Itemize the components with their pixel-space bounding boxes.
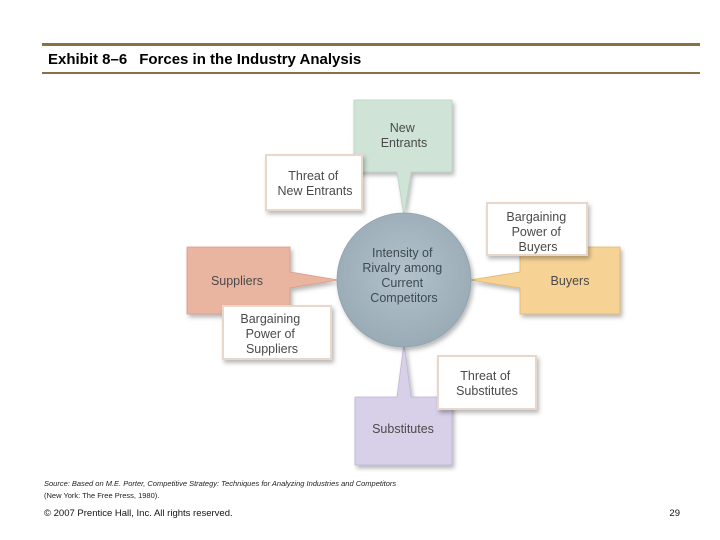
copyright: © 2007 Prentice Hall, Inc. All rights re… [44, 508, 233, 519]
buyers-label: Buyers [551, 274, 590, 288]
new-entrants-box [353, 99, 453, 217]
header-rule-top [42, 43, 700, 46]
exhibit-title-text: Forces in the Industry Analysis [139, 51, 362, 68]
threat-substitutes-box [437, 355, 537, 410]
page-number: 29 [669, 508, 680, 519]
source-title: Competitive Strategy: Techniques for Ana… [147, 479, 397, 488]
threat-new-entrants-label: Threat of New Entrants [277, 169, 352, 198]
bargaining-buyers-box [486, 202, 588, 256]
substitutes-label: Substitutes [372, 422, 434, 436]
header-rule-bottom [42, 72, 700, 74]
rivalry-label: Intensity of Rivalry among Current Compe… [362, 246, 445, 305]
source-suffix: (New York: The Free Press, 1980). [44, 491, 160, 500]
new-entrants-label: New Entrants [381, 121, 428, 150]
bargaining-buyers-label: Bargaining Power of Buyers [506, 210, 569, 254]
source-note: Source: Based on M.E. Porter, Competitiv… [44, 478, 404, 502]
rivalry-circle [336, 212, 472, 348]
buyers-box [469, 246, 621, 315]
source-prefix: Source: Based on M.E. Porter, [44, 479, 148, 488]
threat-new-entrants-box [265, 154, 363, 211]
suppliers-box [186, 246, 339, 315]
bargaining-suppliers-label: Bargaining Power of Suppliers [240, 312, 303, 356]
suppliers-label: Suppliers [211, 274, 263, 288]
exhibit-number: Exhibit 8–6 [48, 51, 128, 68]
exhibit-title: Exhibit 8–6 Forces in the Industry Analys… [48, 51, 361, 68]
bargaining-suppliers-box [222, 305, 332, 360]
threat-substitutes-label: Threat of Substitutes [456, 369, 518, 398]
substitutes-box [354, 342, 453, 466]
